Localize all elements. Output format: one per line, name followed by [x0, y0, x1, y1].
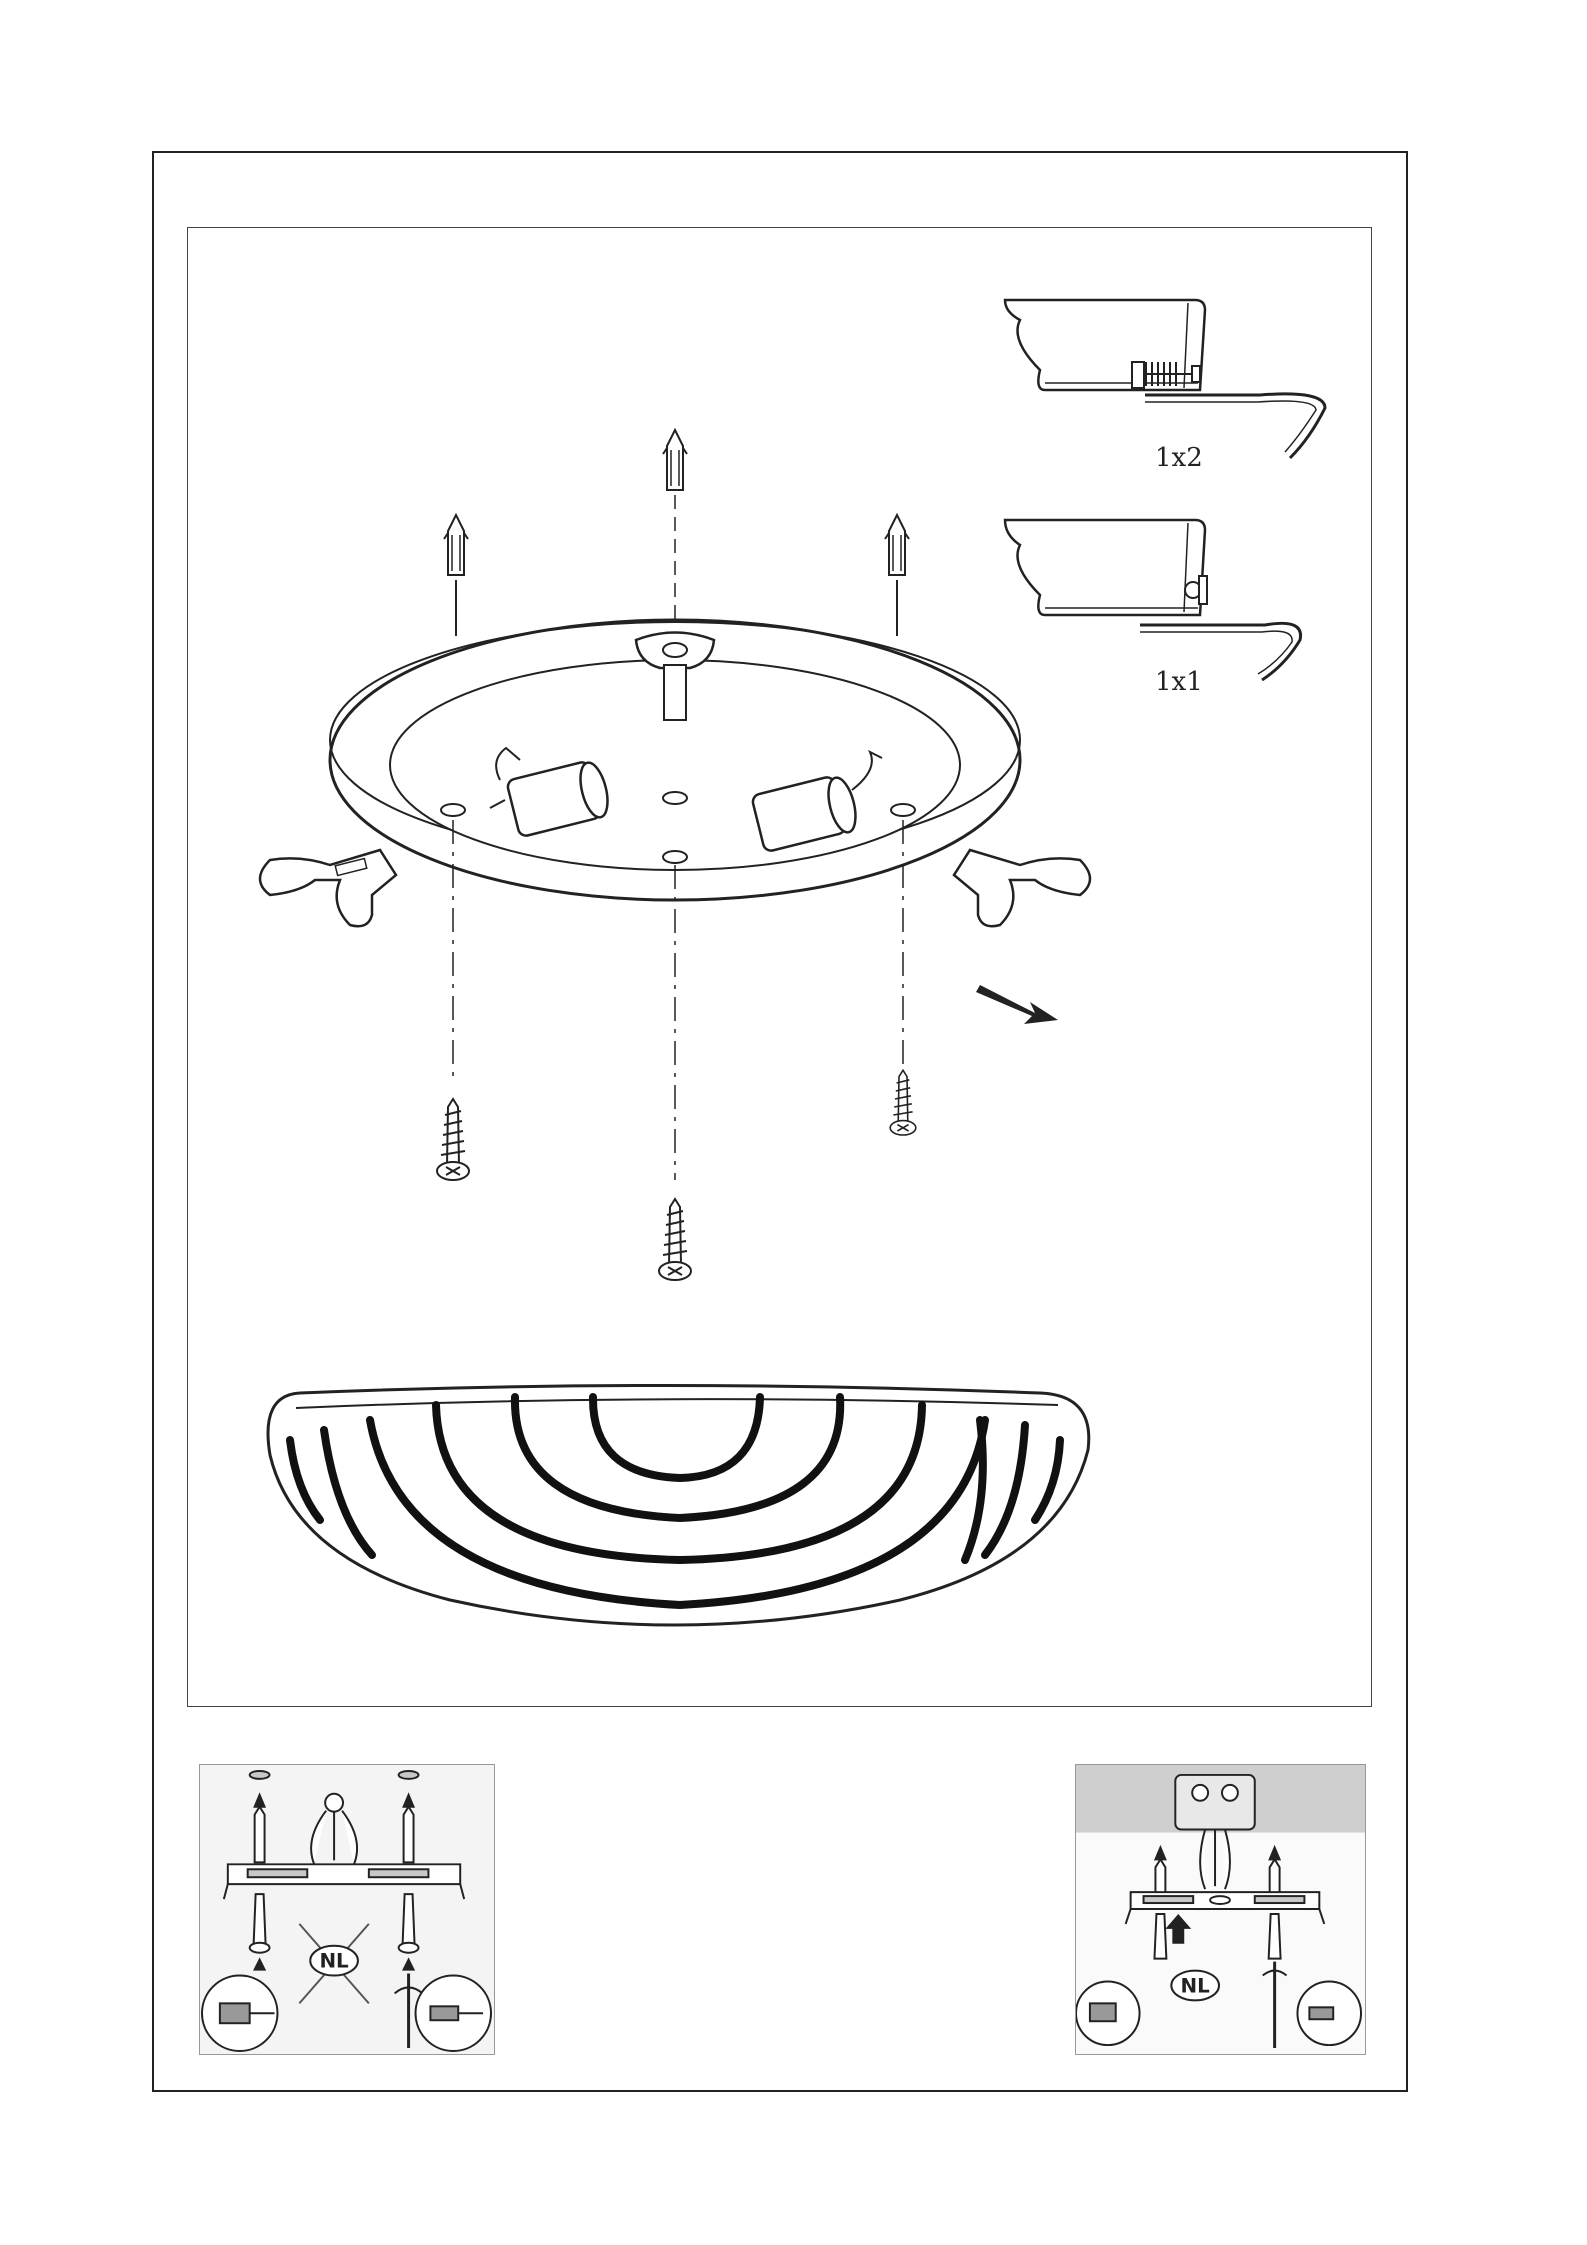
- drill-detail-icon: [1076, 1982, 1140, 2046]
- clip-quantity-label: 1x1: [1155, 667, 1203, 697]
- screw-icon: [1154, 1914, 1166, 1959]
- nl-badge: NL: [1171, 1971, 1219, 2001]
- screwdriver-detail-icon: [416, 1976, 491, 2051]
- direction-arrow-icon: [976, 985, 1058, 1024]
- drill-detail-icon: [202, 1976, 277, 2051]
- side-clip-left-icon: [260, 850, 396, 926]
- screw-icon: [659, 1199, 691, 1280]
- screw-icon: [890, 1070, 916, 1135]
- screwdriver-detail-icon: [1297, 1982, 1361, 2046]
- svg-text:NL: NL: [1181, 1974, 1211, 1997]
- screw-icon: [437, 1099, 469, 1180]
- nl-badge: NL: [310, 1946, 358, 1976]
- wall-plug-icon: [404, 1807, 414, 1863]
- screw-icon: [399, 1894, 419, 1953]
- wall-plug-icon: [444, 515, 468, 636]
- wall-plug-icon: [663, 430, 687, 620]
- clip-detail-screw: [1005, 520, 1301, 680]
- clip-detail-spring: [1005, 300, 1325, 458]
- screw-icon: [1269, 1914, 1281, 1959]
- svg-text:NL: NL: [319, 1950, 349, 1973]
- screw-icon: [250, 1894, 270, 1953]
- hollow-wall-anchor-icon: [311, 1794, 357, 1865]
- installation-panel-right: NL: [1075, 1764, 1366, 2055]
- clip-quantity-label: 1x2: [1155, 443, 1203, 473]
- installation-panel-left: NL: [199, 1764, 495, 2055]
- side-clip-right-icon: [954, 850, 1090, 926]
- wall-plug-icon: [885, 515, 909, 636]
- ceiling-base-plate: [330, 620, 1020, 900]
- wall-plug-icon: [255, 1807, 265, 1863]
- glass-shade: [268, 1386, 1089, 1626]
- up-arrow-icon: [1165, 1914, 1191, 1944]
